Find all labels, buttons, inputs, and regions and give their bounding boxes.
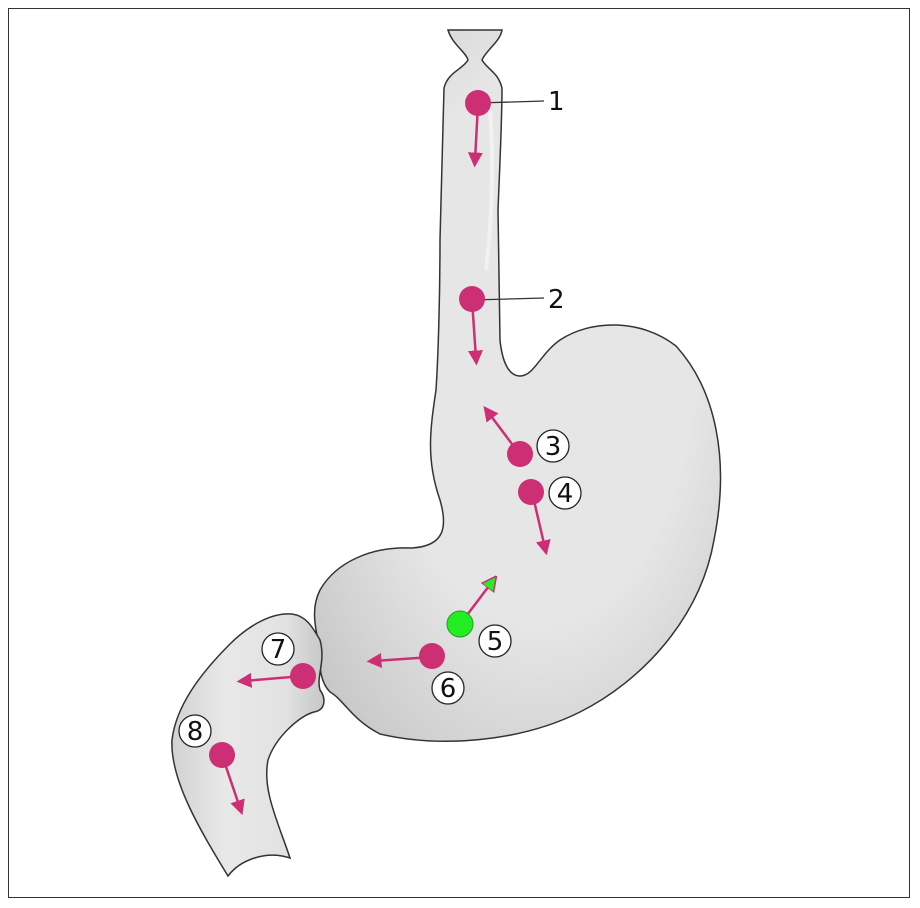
- label-ring-6: [431, 671, 465, 705]
- label-ring-4: [548, 476, 582, 510]
- label-7: 7: [270, 635, 287, 665]
- marker-dot-7: [290, 663, 316, 689]
- duodenum-outline: [171, 613, 325, 878]
- marker-dot-5: [446, 610, 474, 638]
- label-4: 4: [557, 479, 574, 509]
- label-5: 5: [487, 627, 504, 657]
- marker-dot-1: [465, 90, 491, 116]
- marker-dot-3: [507, 441, 533, 467]
- label-6: 6: [440, 674, 457, 704]
- label-ring-3: [536, 429, 570, 463]
- label-2: 2: [548, 285, 565, 315]
- label-3: 3: [545, 432, 562, 462]
- label-ring-8: [178, 714, 212, 748]
- stomach-outline: [313, 29, 722, 742]
- label-ring-7: [261, 632, 295, 666]
- label-1: 1: [548, 87, 565, 117]
- marker-dot-4: [518, 479, 544, 505]
- label-8: 8: [187, 717, 204, 747]
- marker-dot-2: [459, 286, 485, 312]
- marker-dot-6: [419, 643, 445, 669]
- marker-dot-8: [209, 742, 235, 768]
- label-ring-5: [478, 624, 512, 658]
